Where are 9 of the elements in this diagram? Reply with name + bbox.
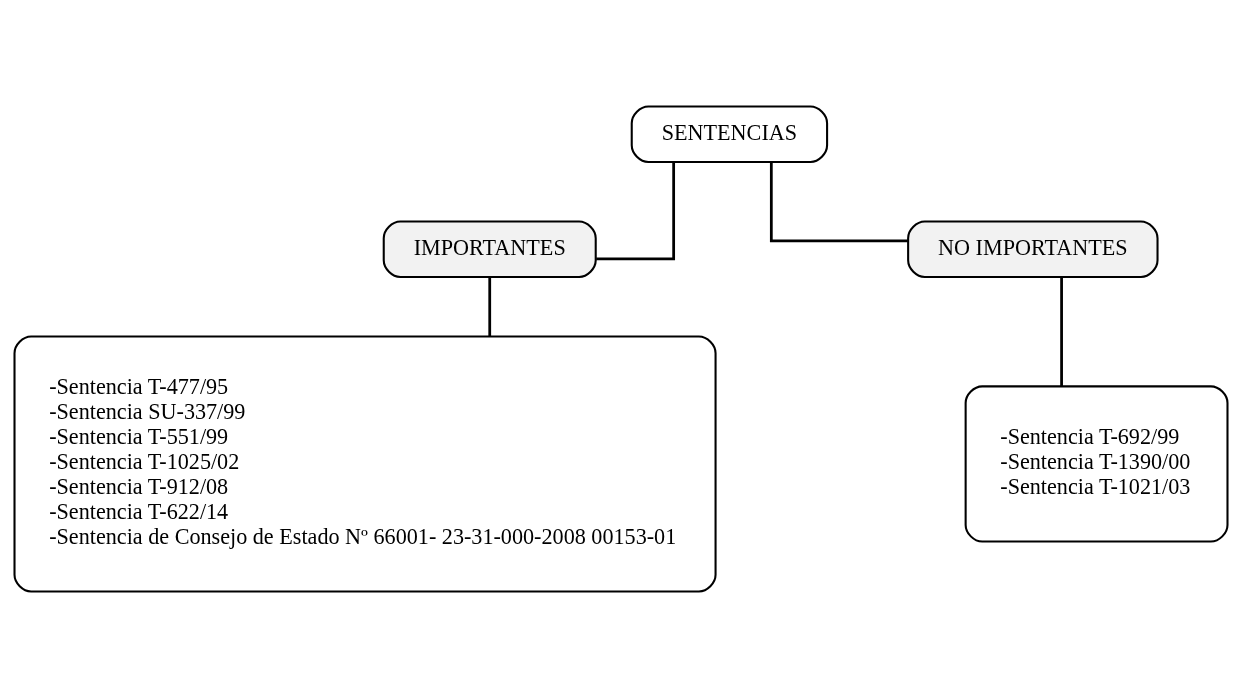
node-box: SENTENCIAS (630, 105, 829, 163)
node-box: IMPORTANTES (382, 220, 597, 278)
node-box: NO IMPORTANTES (907, 220, 1159, 278)
node-box: -Sentencia T-692/99 -Sentencia T-1390/00 -Sentencia T-1021/03 (964, 385, 1229, 543)
node-box: -Sentencia T-477/95 -Sentencia SU-337/99 -Sentencia T-551/99 -Sentencia T-1025/02 -Sentencia T-912/08 -Sentencia T-622/14 -Sentencia de Consejo de Estado Nº 66001- 23-31-000-2008 00153-01 (13, 335, 717, 593)
connector (1060, 277, 1063, 386)
connector (488, 277, 492, 337)
connector (596, 162, 676, 261)
connector (769, 162, 908, 243)
